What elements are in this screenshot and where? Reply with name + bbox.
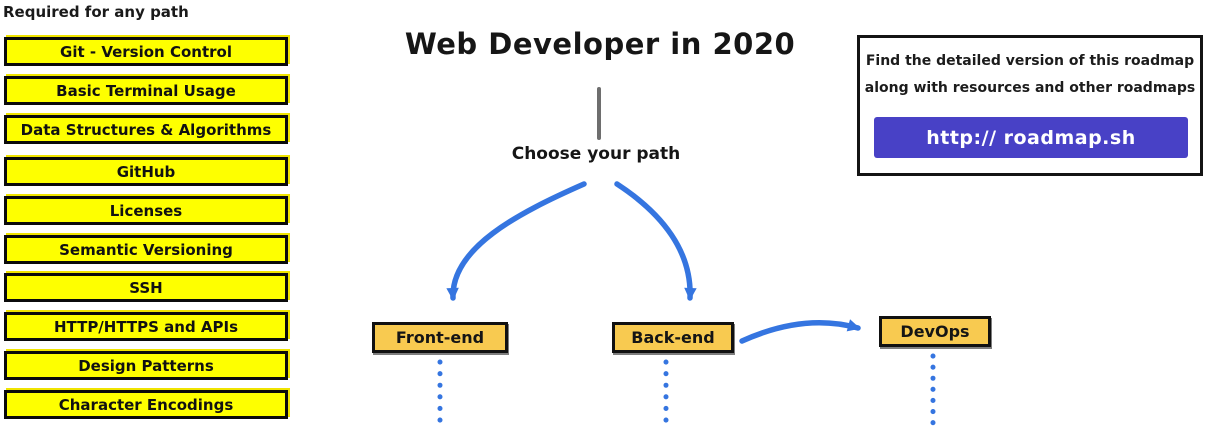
choose-path-label: Choose your path	[511, 144, 681, 164]
roadmap-url-button[interactable]: http:// roadmap.sh	[874, 117, 1188, 158]
required-section-header: Required for any path	[3, 3, 189, 21]
topic-box-http: HTTP/HTTPS and APIs	[4, 312, 288, 341]
info-line-1: Find the detailed version of this roadma…	[865, 53, 1195, 69]
arrow-to-back-end	[614, 181, 697, 301]
topic-box-ssh: SSH	[4, 273, 288, 302]
topic-box-data-structures: Data Structures & Algorithms	[4, 115, 288, 144]
topic-box-terminal: Basic Terminal Usage	[4, 76, 288, 105]
arrow-to-front-end	[446, 181, 587, 301]
topic-box-github: GitHub	[4, 157, 288, 186]
page-title: Web Developer in 2020	[404, 27, 796, 61]
topic-box-git: Git - Version Control	[4, 37, 288, 66]
topic-box-design-patterns: Design Patterns	[4, 351, 288, 380]
info-box: Find the detailed version of this roadma…	[857, 35, 1203, 176]
info-line-2: along with resources and other roadmaps	[864, 80, 1196, 96]
arrow-to-devops	[739, 319, 861, 344]
topic-box-encodings: Character Encodings	[4, 390, 288, 419]
topic-box-licenses: Licenses	[4, 196, 288, 225]
path-box-devops[interactable]: DevOps	[879, 316, 991, 347]
path-box-front-end[interactable]: Front-end	[372, 322, 508, 353]
path-box-back-end[interactable]: Back-end	[612, 322, 734, 353]
topic-box-semver: Semantic Versioning	[4, 235, 288, 264]
